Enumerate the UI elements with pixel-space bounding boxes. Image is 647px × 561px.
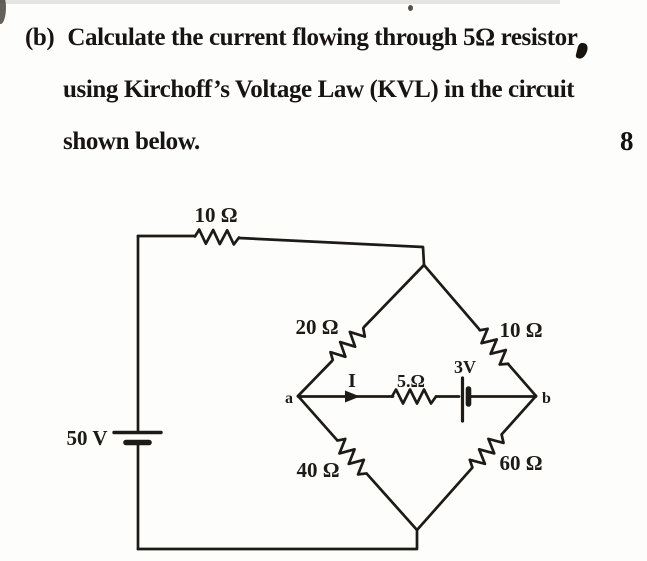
edge-upper-left	[296, 263, 426, 398]
circuit-wires	[112, 228, 538, 551]
current-arrow-group	[345, 390, 360, 403]
label-top-resistor: 10 Ω	[194, 203, 237, 227]
label-middle-resistor: 5.Ω	[397, 371, 425, 391]
question-line-1: (b) Calculate the current flowing through…	[25, 12, 615, 64]
wire-bottom	[136, 528, 419, 551]
resistor-zigzag-40ohm	[336, 437, 368, 476]
label-source-voltage: 50 V	[66, 426, 107, 450]
scan-edge-artifact	[0, 0, 560, 4]
corner-smudge-artifact	[0, 0, 6, 24]
edge-lower-left	[296, 394, 419, 532]
label-current: I	[348, 370, 356, 392]
edge-upper-right	[422, 263, 538, 398]
ink-dot-artifact	[408, 5, 413, 11]
question-line-2: using Kirchoff’s Voltage Law (KVL) in th…	[63, 76, 575, 103]
question-part-label: (b)	[25, 24, 55, 51]
edge-lower-right	[415, 394, 538, 532]
marks-value: 8	[620, 126, 634, 156]
circuit-labels: 10 Ω 20 Ω 10 Ω 40 Ω 60 Ω I 5.Ω 3V a b 50…	[66, 203, 551, 482]
resistor-zigzag-60ohm	[468, 433, 505, 469]
label-lower-right-resistor: 60 Ω	[499, 451, 542, 475]
question-text: (b) Calculate the current flowing through…	[25, 12, 615, 168]
label-node-b: b	[542, 390, 551, 407]
wire-top-right	[237, 236, 426, 267]
label-upper-left-resistor: 20 Ω	[295, 315, 338, 339]
resistor-zigzag-20ohm	[329, 326, 367, 362]
question-line-1-text: Calculate the current flowing through 5Ω…	[67, 24, 578, 51]
resistor-zigzag-right-10ohm	[478, 327, 510, 366]
question-line-3: shown below.	[63, 128, 200, 155]
current-arrow-icon	[345, 390, 360, 403]
label-lower-left-resistor: 40 Ω	[296, 458, 339, 482]
resistor-zigzag-top-10ohm	[193, 228, 241, 246]
label-node-a: a	[285, 390, 293, 407]
label-middle-battery: 3V	[454, 357, 476, 377]
resistor-zigzag-5ohm	[390, 388, 438, 405]
label-upper-right-resistor: 10 Ω	[499, 318, 542, 342]
